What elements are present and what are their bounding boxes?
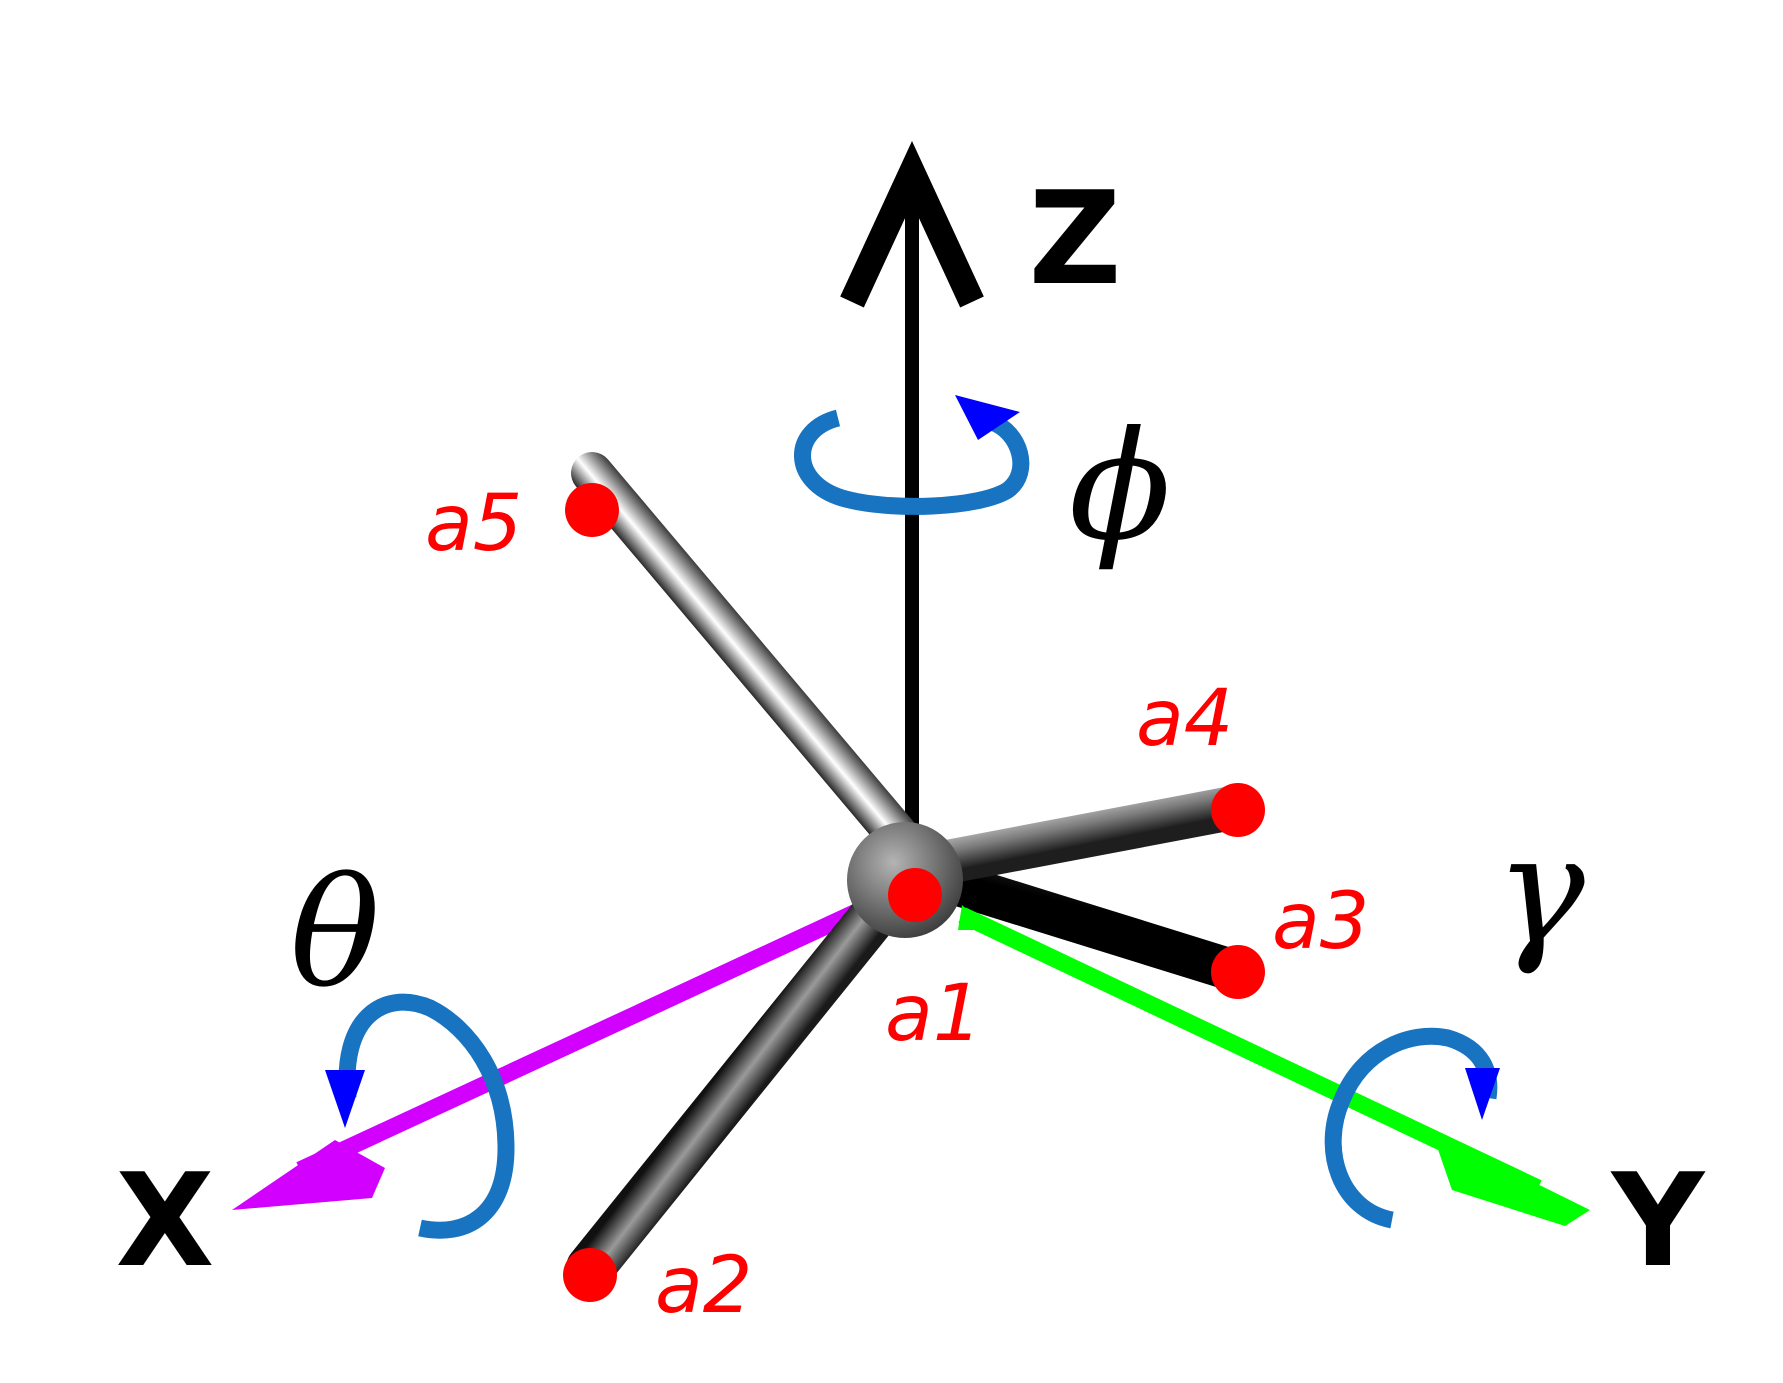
z-axis-arrowhead xyxy=(840,140,984,308)
atom-label-a3: a3 xyxy=(1272,877,1369,967)
y-axis-arrowhead xyxy=(1432,1132,1590,1226)
y-axis-label: Y xyxy=(1610,1147,1706,1296)
phi-rotation-ring xyxy=(794,395,1030,515)
gamma-rotation-ring xyxy=(1324,1027,1500,1229)
gamma-symbol: γ xyxy=(1495,804,1585,978)
atom-point-a3 xyxy=(1211,945,1265,999)
y-axis xyxy=(958,905,1590,1226)
y-axis-origin-tip xyxy=(958,905,990,930)
phi-symbol: ϕ xyxy=(1069,400,1171,574)
atom-point-a1 xyxy=(888,868,942,922)
atom-label-a4: a4 xyxy=(1136,674,1233,764)
atom-label-a5: a5 xyxy=(425,479,522,569)
gamma-ring-arc xyxy=(1324,1027,1498,1229)
atom-label-a1: a1 xyxy=(885,969,982,1059)
atom-point-a5 xyxy=(565,483,619,537)
x-axis-arrowhead xyxy=(232,1140,385,1210)
x-axis-line xyxy=(296,900,869,1178)
atom-point-a4 xyxy=(1211,783,1265,837)
phi-ring-arc xyxy=(794,409,1030,515)
x-axis-label: X xyxy=(116,1147,215,1296)
x-axis xyxy=(232,900,869,1210)
stick-a2 xyxy=(566,884,904,1292)
theta-arrowhead-icon xyxy=(325,1070,365,1128)
z-axis-label: Z xyxy=(1029,165,1122,314)
atom-label-a2: a2 xyxy=(655,1241,752,1331)
theta-ring-arc xyxy=(338,993,515,1239)
stick-a4 xyxy=(883,786,1254,892)
stick-a3 xyxy=(889,849,1253,991)
phi-arrowhead-icon xyxy=(955,395,1020,440)
theta-rotation-ring xyxy=(325,993,515,1239)
stick-a5 xyxy=(571,452,931,871)
gamma-arrowhead-icon xyxy=(1465,1068,1500,1120)
theta-symbol: θ xyxy=(290,847,380,1021)
atom-point-a2 xyxy=(563,1248,617,1302)
